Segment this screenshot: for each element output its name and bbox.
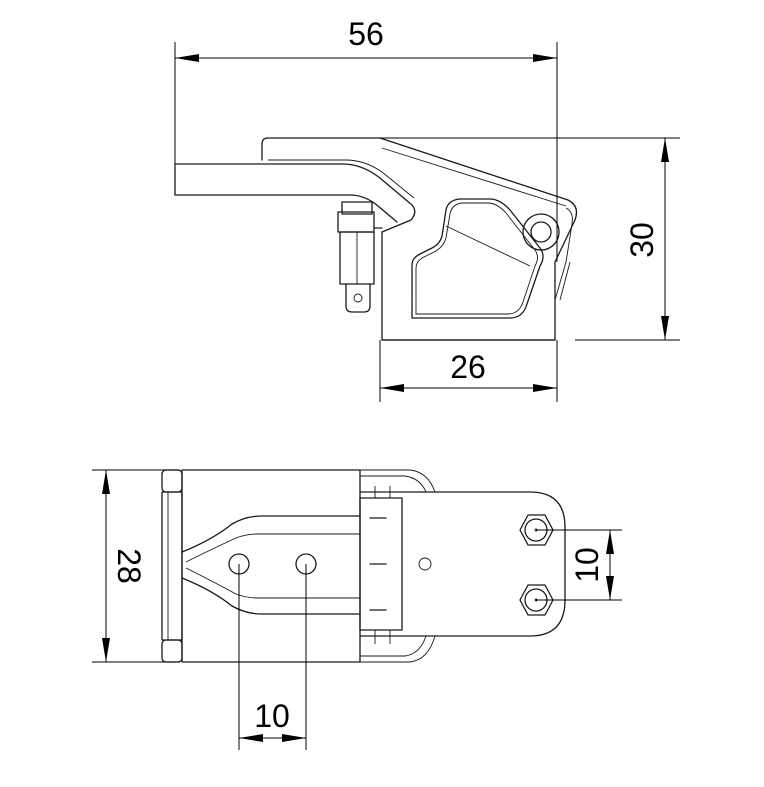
lever-channel xyxy=(181,515,361,615)
dimension-width-56: 56 xyxy=(174,16,558,262)
dimension-height-30: 30 xyxy=(380,137,680,341)
body-right-edge xyxy=(554,207,573,301)
small-hole xyxy=(418,557,432,571)
body-window-inner xyxy=(415,202,538,315)
left-cap-mid xyxy=(161,491,183,641)
plate-top-ears xyxy=(360,469,436,493)
dim-label-26: 26 xyxy=(450,349,486,385)
pivot-outer xyxy=(522,213,560,251)
left-cap-bottom xyxy=(161,639,183,663)
pivot-inner xyxy=(530,221,552,243)
lever-channel-inner xyxy=(185,533,360,599)
plate-bottom-ears xyxy=(360,635,436,663)
side-view xyxy=(174,137,578,341)
dimension-height-28: 28 xyxy=(92,469,180,663)
dim-label-10-vertical: 10 xyxy=(569,547,605,583)
dimension-hole-spacing-10: 10 xyxy=(238,564,307,750)
dim-label-10-horizontal: 10 xyxy=(254,698,290,734)
dim-label-28: 28 xyxy=(111,548,147,584)
dimension-base-26: 26 xyxy=(379,340,558,402)
main-block xyxy=(181,469,361,663)
left-cap-top xyxy=(161,469,183,493)
dim-label-30: 30 xyxy=(624,222,660,258)
dim-label-56: 56 xyxy=(348,16,384,52)
window-diagonal xyxy=(445,225,531,267)
bottom-view xyxy=(161,469,566,663)
dimension-hex-spacing-10: 10 xyxy=(536,529,622,601)
plunger-terminal xyxy=(337,201,383,313)
lever-inner-line xyxy=(268,147,567,207)
terminal-panel xyxy=(359,497,403,631)
body-window xyxy=(411,198,544,319)
